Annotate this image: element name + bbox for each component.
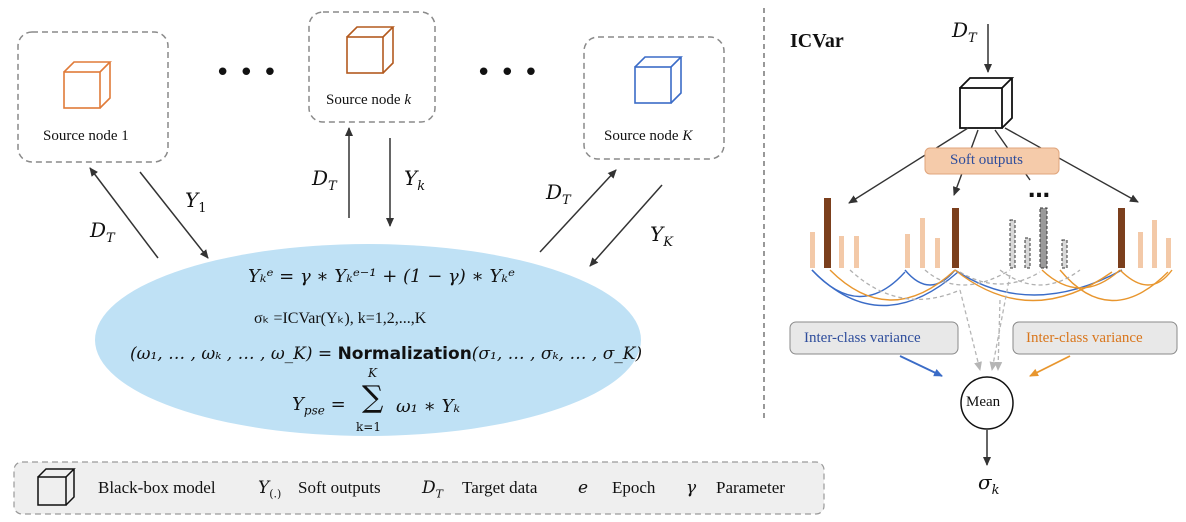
label-dt-K: DT xyxy=(546,180,571,208)
arrow-y1-from-source-1 xyxy=(139,171,209,259)
inter-class-box-right xyxy=(1012,321,1178,355)
soft-outputs-box xyxy=(924,147,1060,175)
orange-arrow-to-mean xyxy=(1029,355,1071,377)
ellipsis-right: • • • xyxy=(476,58,539,88)
sum-term: ω₁ ∗ Yₖ xyxy=(396,396,461,417)
grey-convergence-arrows xyxy=(959,274,1011,371)
icvar-title: ICVar xyxy=(790,30,844,52)
inter-class-arcs-grey xyxy=(849,269,1081,300)
legend-gamma-symbol: γ xyxy=(686,478,697,498)
blue-arrow-to-mean xyxy=(899,355,943,377)
label-dt-1: DT xyxy=(90,218,115,246)
cube-icon-source-k xyxy=(346,26,395,74)
mean-label: Mean xyxy=(966,394,1001,410)
source-node-K-box xyxy=(583,36,725,160)
legend-box xyxy=(13,461,825,515)
icvar-output-label: σk xyxy=(978,470,1000,498)
inter-class-label-left: Inter-class variance xyxy=(804,330,921,346)
icvar-more-dots: … xyxy=(1028,178,1050,203)
legend-target-data: Target data xyxy=(462,478,538,497)
ellipsis-left: • • • xyxy=(215,58,278,88)
cube-icon-source-K xyxy=(634,56,683,104)
source-node-K-label: Source node K xyxy=(604,128,693,144)
legend-e-symbol: e xyxy=(578,478,589,498)
source-node-1-label: Source node 1 xyxy=(43,128,129,144)
label-y1: Y1 xyxy=(185,188,207,216)
inter-class-label-right: Inter-class variance xyxy=(1026,330,1143,346)
label-yK: YK xyxy=(650,222,673,250)
equation-icvar: σₖ =ICVar(Yₖ), k=1,2,...,K xyxy=(254,310,427,327)
legend-cube-icon xyxy=(37,468,76,506)
icvar-cube-icon xyxy=(959,77,1015,129)
icvar-bars xyxy=(810,198,1171,269)
arrow-dt-to-source-1 xyxy=(89,167,159,259)
source-node-k-label: Source node k xyxy=(326,92,411,108)
sum-symbol: ∑ xyxy=(362,380,384,415)
legend-dt-symbol: DT xyxy=(422,478,443,501)
legend-y-symbol: Y(.) xyxy=(258,478,282,501)
label-dt-k: DT xyxy=(312,166,337,194)
arrow-dt-to-source-K xyxy=(539,169,617,253)
equation-ema: Yₖᵉ = γ ∗ Yₖᵉ⁻¹ + (1 − γ) ∗ Yₖᵉ xyxy=(248,266,515,287)
sum-upper-limit: K xyxy=(368,366,377,380)
arrow-yK-from-source-K xyxy=(589,184,663,267)
mean-node xyxy=(960,376,1014,430)
source-node-1-box xyxy=(17,31,169,163)
cube-icon-source-1 xyxy=(63,61,112,109)
source-node-k-box xyxy=(308,11,436,123)
icvar-input-label: DT xyxy=(952,18,977,46)
inter-class-box-left xyxy=(789,321,959,355)
equation-normalization: (ω₁, … , ωₖ , … , ω_K) = Normalization(σ… xyxy=(130,344,643,364)
sum-lower-limit: k=1 xyxy=(356,420,381,434)
aggregation-ellipse xyxy=(95,244,641,436)
legend-epoch: Epoch xyxy=(612,478,656,497)
legend-parameter: Parameter xyxy=(716,478,785,497)
label-yk: Yk xyxy=(404,166,426,194)
inter-class-arcs-orange xyxy=(829,269,1173,302)
soft-outputs-label: Soft outputs xyxy=(950,152,1023,168)
legend-soft-outputs: Soft outputs xyxy=(298,478,381,497)
equation-pseudo-label: Ypse = xyxy=(292,394,346,418)
legend-black-box: Black-box model xyxy=(98,478,216,497)
